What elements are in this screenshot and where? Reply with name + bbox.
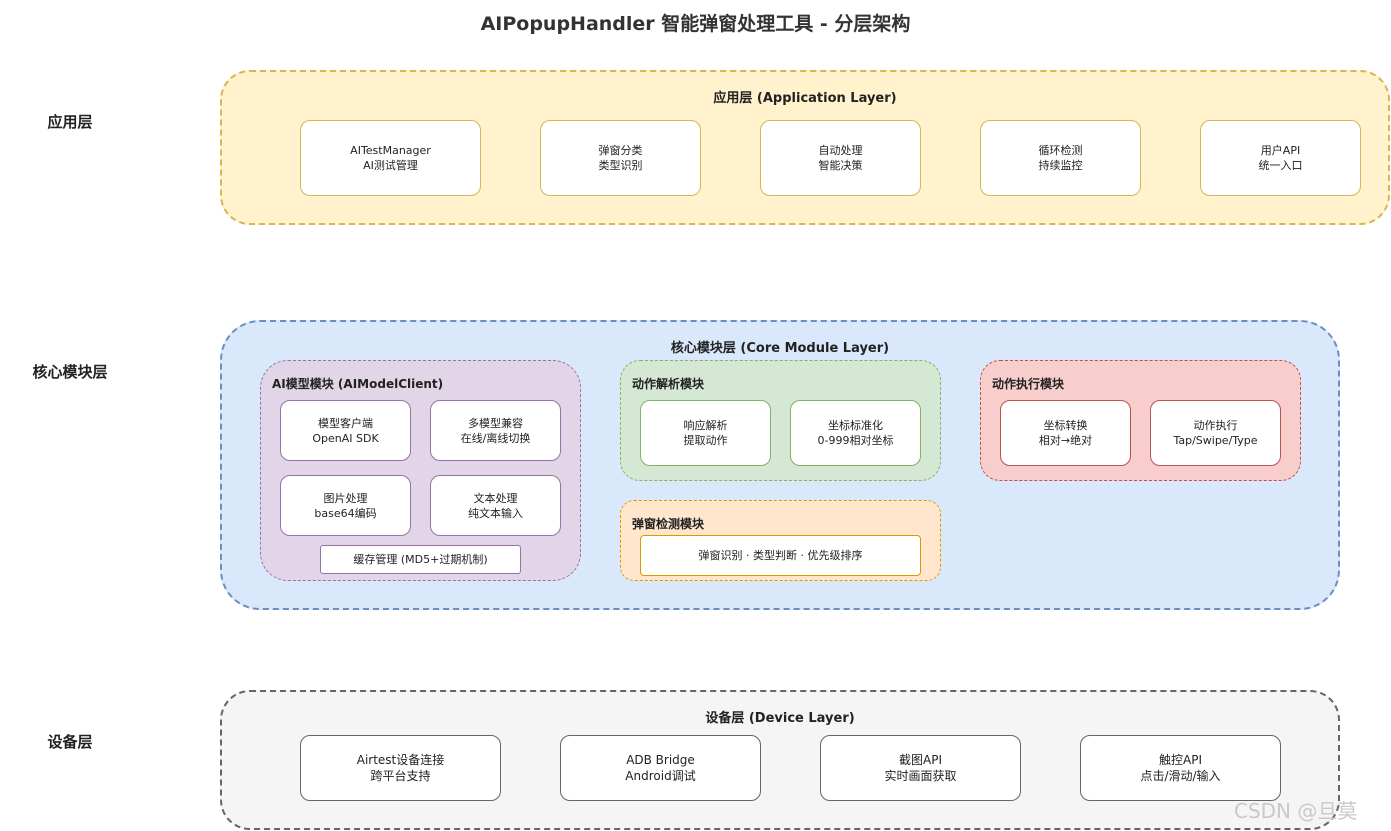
side-label-app: 应用层 [47, 113, 93, 131]
box-line2: OpenAI SDK [312, 431, 379, 445]
detect-box-content: 弹窗识别 · 类型判断 · 优先级排序 [640, 535, 921, 576]
ai-box-text-process: 文本处理 纯文本输入 [430, 475, 561, 536]
device-box-adb: ADB Bridge Android调试 [560, 735, 761, 801]
box-line1: 图片处理 [323, 491, 368, 505]
box-line1: 弹窗分类 [598, 144, 643, 157]
ai-box-multi-model: 多模型兼容 在线/离线切换 [430, 400, 561, 461]
box-line2: Tap/Swipe/Type [1173, 434, 1258, 447]
box-line1: 响应解析 [683, 419, 728, 432]
box-line1: AITestManager [350, 144, 431, 157]
box-line2: 提取动作 [683, 434, 728, 447]
box-line1: 自动处理 [818, 144, 863, 157]
side-label-device: 设备层 [47, 733, 93, 751]
box-line2: Android调试 [625, 769, 696, 783]
action-parse-module-title: 动作解析模块 [632, 377, 705, 391]
app-box-popup-classify: 弹窗分类 类型识别 [540, 120, 701, 196]
box-line2: 统一入口 [1258, 159, 1303, 172]
watermark: CSDN @旦莫 [1234, 799, 1358, 823]
box-line2: 0-999相对坐标 [817, 434, 894, 447]
device-box-airtest: Airtest设备连接 跨平台支持 [300, 735, 501, 801]
box-line2: 在线/离线切换 [460, 431, 531, 445]
box-line1: 循环检测 [1038, 144, 1083, 157]
app-layer-title: 应用层 (Application Layer) [713, 91, 897, 106]
parse-box-response: 响应解析 提取动作 [640, 400, 771, 466]
device-box-screenshot: 截图API 实时画面获取 [820, 735, 1021, 801]
app-box-ai-test-manager: AITestManager AI测试管理 [300, 120, 481, 196]
ai-model-module-title: AI模型模块 (AIModelClient) [272, 377, 444, 391]
box-line1: 多模型兼容 [468, 416, 523, 430]
box-line2: 持续监控 [1038, 159, 1083, 172]
action-exec-module-title: 动作执行模块 [992, 377, 1065, 391]
app-box-auto-handle: 自动处理 智能决策 [760, 120, 921, 196]
exec-box-action: 动作执行 Tap/Swipe/Type [1150, 400, 1281, 466]
exec-box-coord-convert: 坐标转换 相对→绝对 [1000, 400, 1131, 466]
core-layer-title: 核心模块层 (Core Module Layer) [670, 341, 890, 356]
box-line1: 坐标标准化 [828, 419, 883, 432]
popup-detect-module-title: 弹窗检测模块 [632, 517, 705, 531]
app-box-loop-detect: 循环检测 持续监控 [980, 120, 1141, 196]
side-label-core: 核心模块层 [32, 363, 108, 381]
box-line1: 触控API [1159, 753, 1202, 767]
box-line1: 动作执行 [1193, 419, 1238, 432]
app-box-user-api: 用户API 统一入口 [1200, 120, 1361, 196]
box-line2: AI测试管理 [363, 159, 418, 172]
ai-box-model-client: 模型客户端 OpenAI SDK [280, 400, 411, 461]
ai-model-module [260, 360, 581, 581]
box-line2: 实时画面获取 [884, 769, 957, 783]
parse-box-coord: 坐标标准化 0-999相对坐标 [790, 400, 921, 466]
box-line2: base64编码 [314, 506, 377, 520]
box-line2: 纯文本输入 [468, 506, 523, 520]
box-line2: 类型识别 [598, 159, 643, 172]
box-line1: 模型客户端 [318, 416, 373, 430]
ai-box-image-process: 图片处理 base64编码 [280, 475, 411, 536]
box-line1: ADB Bridge [626, 753, 695, 767]
diagram-title: AIPopupHandler 智能弹窗处理工具 - 分层架构 [480, 13, 911, 35]
box-line1: 用户API [1260, 144, 1301, 157]
box-line2: 相对→绝对 [1038, 434, 1093, 447]
device-box-touch: 触控API 点击/滑动/输入 [1080, 735, 1281, 801]
device-layer-title: 设备层 (Device Layer) [705, 711, 855, 726]
box-line1: Airtest设备连接 [356, 753, 445, 767]
box-line2: 智能决策 [818, 159, 863, 172]
box-line1: 文本处理 [473, 491, 518, 505]
box-line1: 截图API [899, 753, 942, 767]
ai-box-cache: 缓存管理 (MD5+过期机制) [320, 545, 521, 574]
box-line2: 点击/滑动/输入 [1140, 769, 1221, 783]
box-line1: 坐标转换 [1043, 419, 1088, 432]
box-line2: 跨平台支持 [370, 769, 431, 783]
